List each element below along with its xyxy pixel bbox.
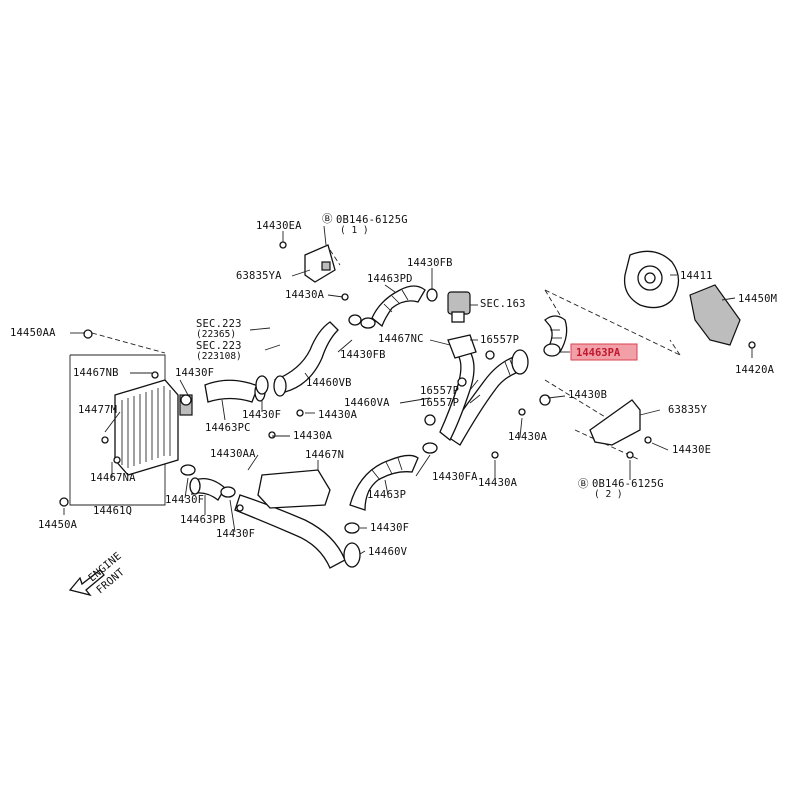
- label-14463PA: 14463PA: [576, 347, 621, 359]
- label-14461Q: 14461Q: [93, 505, 132, 517]
- label-14430FB-top: 14430FB: [407, 257, 453, 269]
- label-14430E: 14430E: [672, 444, 711, 456]
- label-SEC223-b-sub: (223108): [196, 351, 242, 362]
- label-14411: 14411: [680, 270, 713, 282]
- label-14430EA: 14430EA: [256, 220, 302, 232]
- label-14467N: 14467N: [305, 449, 344, 461]
- pipe-14460VB: [273, 321, 339, 397]
- label-SEC223-a-sub: (22365): [196, 329, 236, 340]
- intercooler-part: [114, 379, 193, 476]
- label-14430A-top: 14430A: [285, 289, 325, 301]
- label-16557P-b: 16557P: [420, 385, 459, 397]
- label-SEC223-a: SEC.223: [196, 318, 242, 330]
- engine-front-arrow: [68, 569, 105, 597]
- label-14463PC: 14463PC: [205, 422, 251, 434]
- label-14430F-e: 14430F: [370, 522, 409, 534]
- pipe-14460V: [234, 494, 361, 569]
- label-14467NC: 14467NC: [378, 333, 424, 345]
- label-14430F-a: 14430F: [175, 367, 214, 379]
- label-14467NB: 14467NB: [73, 367, 119, 379]
- bracket-63835Y: [589, 399, 641, 446]
- sensor-SEC163: [447, 291, 471, 323]
- label-14430A-mid: 14430A: [318, 409, 358, 421]
- label-14430F-b: 14430F: [242, 409, 281, 421]
- heatshield-14450M: [689, 284, 741, 346]
- label-14463P: 14463P: [367, 489, 406, 501]
- label-08146-top: 0B146-6125G: [336, 214, 408, 226]
- part-labels: 14430EA Ⓑ 0B146-6125G ( 1 ) 63835YA 1443…: [10, 213, 777, 596]
- turbo-14411: [623, 250, 680, 309]
- label-08146-bot-qty: ( 2 ): [594, 489, 623, 500]
- hose-14463PD: [360, 285, 426, 329]
- label-63835YA: 63835YA: [236, 270, 282, 282]
- bracket-14467NC: [447, 334, 477, 359]
- label-14467NA: 14467NA: [90, 472, 136, 484]
- label-16557P-a: 16557P: [480, 334, 519, 346]
- clamps: [180, 288, 551, 534]
- leader-lines: [63, 225, 753, 555]
- hose-14463PB: [189, 477, 226, 501]
- bolts: [59, 241, 756, 512]
- label-14430B: 14430B: [568, 389, 607, 401]
- label-16557P-c: 16557P: [420, 397, 459, 409]
- label-14420A: 14420A: [735, 364, 775, 376]
- label-14430A-c: 14430A: [293, 430, 333, 442]
- label-14463PB: 14463PB: [180, 514, 226, 526]
- label-SEC163: SEC.163: [480, 298, 526, 310]
- hose-14463PA: [543, 315, 568, 357]
- intercooler-frame: [69, 354, 166, 506]
- label-08146-top-qty: ( 1 ): [340, 225, 369, 236]
- label-63835Y: 63835Y: [668, 404, 708, 416]
- label-14430FB-mid: 14430FB: [340, 349, 386, 361]
- label-14450AA: 14450AA: [10, 327, 56, 339]
- label-14477M: 14477M: [78, 404, 117, 416]
- label-14430A-e: 14430A: [478, 477, 518, 489]
- dashed-lines: [91, 249, 681, 461]
- label-14460V: 14460V: [368, 546, 408, 558]
- label-14450A: 14450A: [38, 519, 78, 531]
- label-08146-top-icon: Ⓑ: [322, 213, 333, 225]
- bracket-14467N: [257, 469, 331, 509]
- label-08146-bot: 0B146-6125G: [592, 478, 664, 490]
- highlight-box-14463PA: [570, 343, 638, 361]
- label-14430FA: 14430FA: [432, 471, 478, 483]
- label-08146-bot-icon: Ⓑ: [578, 478, 589, 490]
- label-14430A-d: 14430A: [508, 431, 548, 443]
- hose-14463P: [349, 454, 419, 511]
- label-14450M: 14450M: [738, 293, 777, 305]
- label-14460VB: 14460VB: [306, 377, 352, 389]
- label-14430F-d: 14430F: [216, 528, 255, 540]
- label-14460VA: 14460VA: [344, 397, 390, 409]
- label-14430AA: 14430AA: [210, 448, 256, 460]
- label-14430F-c: 14430F: [165, 494, 204, 506]
- label-14463PD: 14463PD: [367, 273, 413, 285]
- label-SEC223-b: SEC.223: [196, 340, 242, 352]
- pipe-14460VA: [439, 344, 529, 446]
